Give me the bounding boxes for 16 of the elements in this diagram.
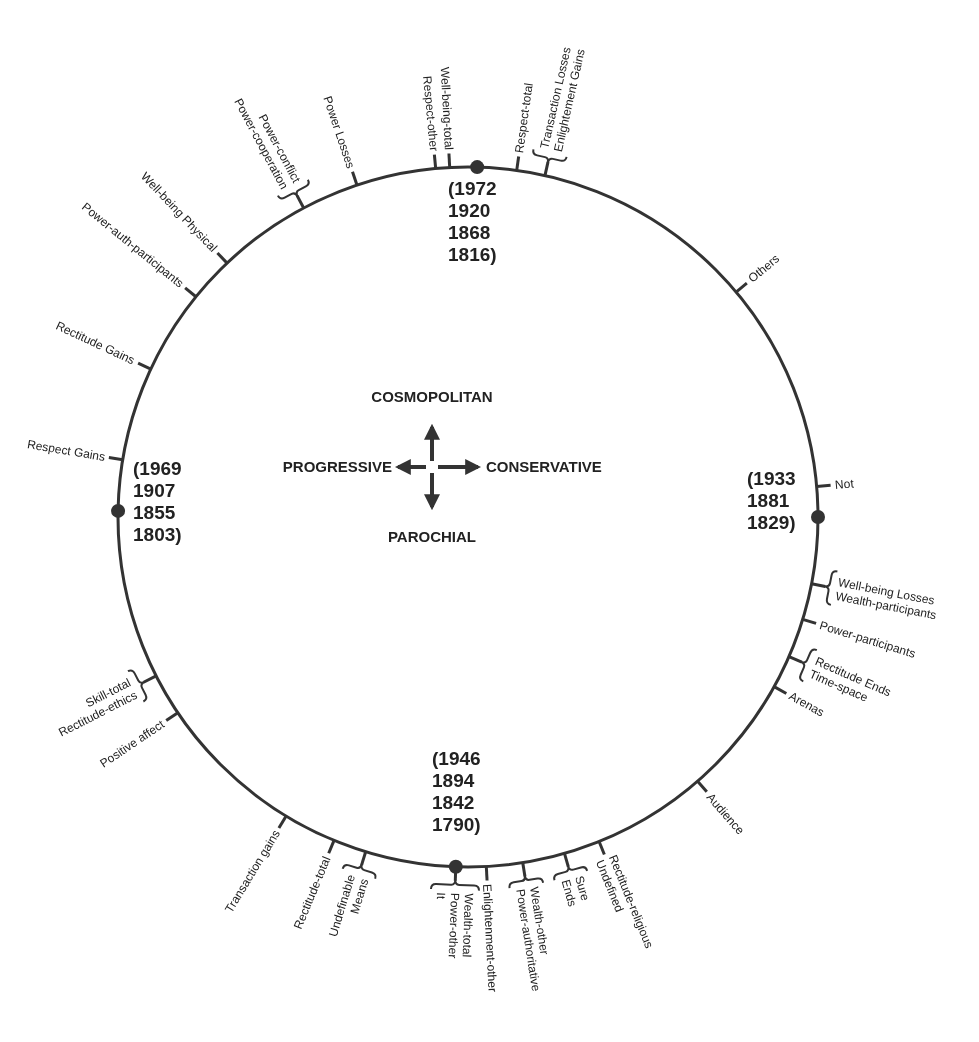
year-list: (1969 1907 1855 1803) bbox=[133, 458, 191, 546]
year-list: (1933 1881 1829) bbox=[747, 468, 805, 534]
direction-label: CONSERVATIVE bbox=[486, 458, 602, 475]
direction-label: PROGRESSIVE bbox=[282, 458, 392, 475]
tick-label: Respect Gains bbox=[26, 437, 107, 464]
tick-label: Not bbox=[834, 476, 854, 492]
year-list: (1972 1920 1868 1816) bbox=[448, 178, 506, 266]
tick-label: Wealth-total bbox=[459, 893, 476, 958]
tick-label: Respect-total bbox=[512, 81, 536, 154]
tick-label: Power Losses bbox=[320, 94, 358, 171]
tick-label: Power-other bbox=[445, 892, 462, 959]
tick-label: Enlightenment-other bbox=[480, 884, 500, 993]
tick-label: It bbox=[432, 892, 448, 902]
direction-label: PAROCHIAL bbox=[387, 528, 477, 545]
direction-label: COSMOPOLITAN bbox=[371, 388, 493, 405]
year-list: (1946 1894 1842 1790) bbox=[432, 748, 490, 836]
